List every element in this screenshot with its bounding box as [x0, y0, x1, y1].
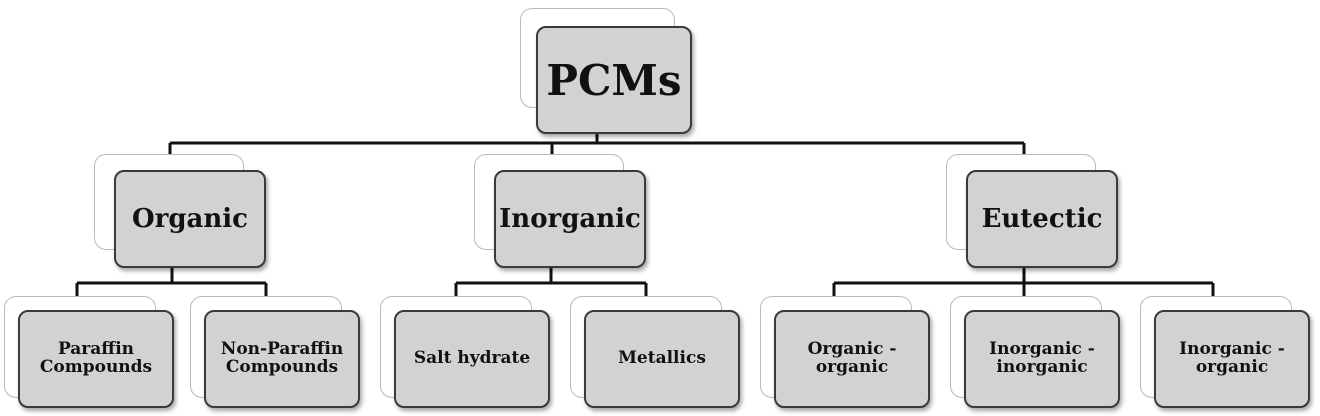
node-eutectic-label: Eutectic: [981, 204, 1103, 234]
node-non-paraffin-compounds: Non-Paraffin Compounds: [190, 296, 362, 412]
node-organic: Organic: [94, 154, 269, 269]
node-io-box: Inorganic - organic: [1154, 310, 1310, 408]
node-inorganic-label: Inorganic: [499, 204, 641, 234]
node-salt-label: Salt hydrate: [413, 348, 531, 369]
node-metallics-box: Metallics: [584, 310, 740, 408]
node-metallics: Metallics: [570, 296, 742, 412]
node-io-label: Inorganic - organic: [1179, 339, 1285, 377]
node-inorganic-inorganic: Inorganic - inorganic: [950, 296, 1122, 412]
node-paraffin-box: Paraffin Compounds: [18, 310, 174, 408]
node-nonparaffin-label: Non-Paraffin Compounds: [220, 339, 344, 377]
node-nonparaffin-box: Non-Paraffin Compounds: [204, 310, 360, 408]
node-inorganic-organic: Inorganic - organic: [1140, 296, 1312, 412]
node-inorganic-box: Inorganic: [494, 170, 646, 268]
node-paraffin-compounds: Paraffin Compounds: [4, 296, 176, 412]
node-paraffin-label: Paraffin Compounds: [39, 339, 153, 377]
node-metallics-label: Metallics: [618, 348, 706, 369]
node-inorganic: Inorganic: [474, 154, 649, 269]
node-ii-label: Inorganic - inorganic: [989, 339, 1095, 377]
node-organic-organic: Organic - organic: [760, 296, 932, 412]
node-organic-box: Organic: [114, 170, 266, 268]
node-oo-box: Organic - organic: [774, 310, 930, 408]
node-salt-box: Salt hydrate: [394, 310, 550, 408]
node-root: PCMs: [520, 8, 695, 138]
node-organic-label: Organic: [132, 204, 248, 234]
node-eutectic: Eutectic: [946, 154, 1121, 269]
node-salt-hydrate: Salt hydrate: [380, 296, 552, 412]
node-ii-box: Inorganic - inorganic: [964, 310, 1120, 408]
node-root-label: PCMs: [546, 55, 682, 105]
node-oo-label: Organic - organic: [807, 339, 897, 377]
node-root-box: PCMs: [536, 26, 692, 134]
node-eutectic-box: Eutectic: [966, 170, 1118, 268]
